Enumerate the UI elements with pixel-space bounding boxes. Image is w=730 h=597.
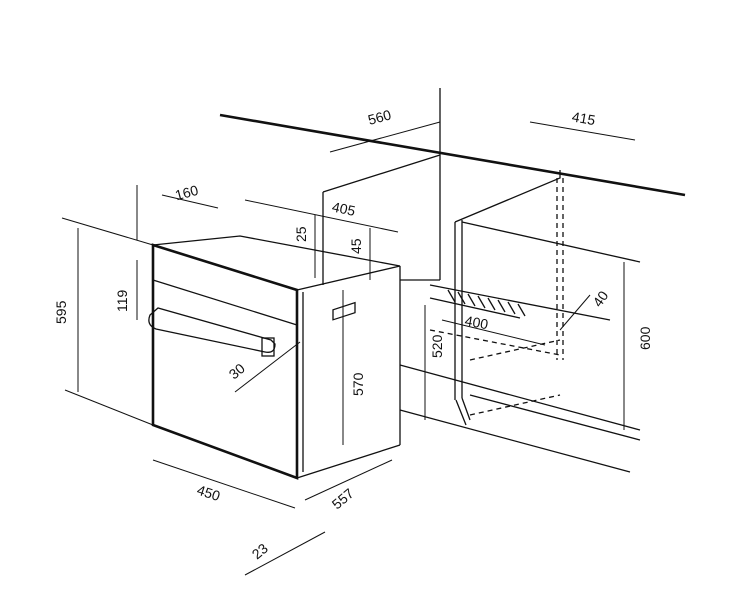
drawing-line <box>244 531 326 576</box>
cabinet-right <box>399 170 641 473</box>
dim-160: 160 <box>173 182 200 204</box>
oven-handle <box>148 307 276 353</box>
drawing-line <box>507 301 516 315</box>
drawing-line <box>399 409 631 473</box>
drawing-line <box>447 289 456 303</box>
drawing-line <box>304 459 393 501</box>
drawing-line <box>399 364 641 431</box>
oven <box>148 235 401 480</box>
dim-400: 400 <box>464 313 490 333</box>
dim-595: 595 <box>53 300 69 324</box>
drawing-line <box>461 221 641 263</box>
drawing-line <box>497 299 506 313</box>
dim-40: 40 <box>589 288 611 310</box>
dim-119: 119 <box>114 289 130 312</box>
countertop-edge <box>219 113 686 197</box>
drawing-line <box>517 303 526 317</box>
drawing-line <box>152 459 296 509</box>
dim-405: 405 <box>331 198 357 219</box>
drawing-line <box>559 294 591 331</box>
dim-600: 600 <box>637 326 653 350</box>
drawing-line <box>467 293 476 307</box>
drawing-shape <box>152 235 401 291</box>
dim-415: 415 <box>571 108 597 128</box>
dim-23: 23 <box>249 540 271 562</box>
drawing-line <box>529 121 636 141</box>
drawing-line <box>461 397 471 421</box>
cabinet-left <box>322 88 441 285</box>
drawing-shape <box>454 170 561 223</box>
dim-557: 557 <box>329 485 357 512</box>
drawing-line <box>487 297 496 311</box>
dimension-lines <box>61 121 636 576</box>
handle-bracket <box>261 337 275 357</box>
dim-570: 570 <box>350 372 366 396</box>
drawing-line <box>469 339 561 361</box>
dim-520: 520 <box>429 334 445 358</box>
dim-560: 560 <box>366 106 393 128</box>
drawing-line <box>469 394 561 416</box>
drawing-line <box>244 199 399 233</box>
drawing-line <box>296 444 401 479</box>
oven-vent <box>332 301 356 321</box>
drawing-line <box>61 217 154 246</box>
drawing-line <box>469 394 641 441</box>
drawing-line <box>477 295 486 309</box>
drawing-line <box>457 291 466 305</box>
drawing-line <box>161 194 219 209</box>
drawing-line <box>441 319 546 346</box>
drawing-line <box>429 284 611 321</box>
drawing-line <box>329 121 441 153</box>
drawing-line <box>455 399 467 426</box>
drawing-line <box>64 389 154 426</box>
drawing-line <box>429 329 561 356</box>
drawing-line <box>429 297 521 319</box>
dim-30: 30 <box>226 360 248 382</box>
drawing-line <box>234 341 301 393</box>
dim-450: 450 <box>195 482 222 505</box>
ventilation-hatch <box>447 289 526 317</box>
dim-25: 25 <box>293 226 309 242</box>
drawing-line <box>322 154 441 193</box>
dim-45: 45 <box>348 238 364 254</box>
control-panel-line <box>152 279 298 326</box>
